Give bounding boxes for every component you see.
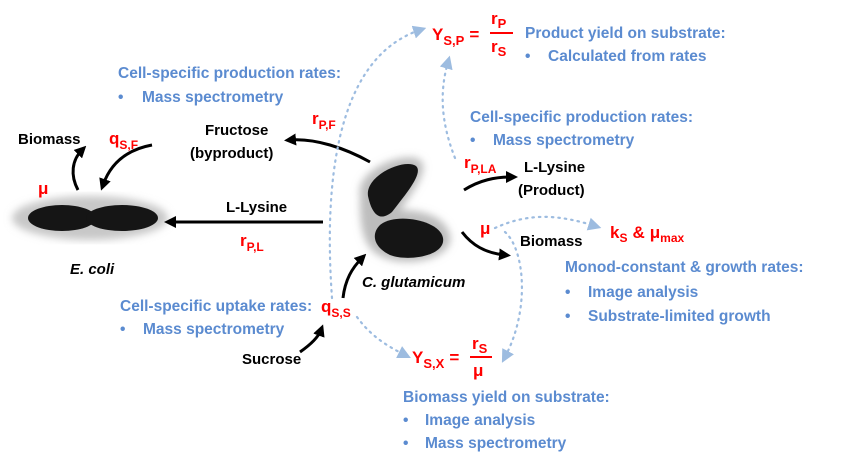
svg-text:Mass spectrometry: Mass spectrometry [493,132,635,149]
svg-text:rS: rS [472,334,488,356]
bullet: • [118,89,123,106]
sucrose-label: Sucrose [242,351,301,368]
svg-text:Substrate-limited growth: Substrate-limited growth [588,308,771,325]
right-biomass-label: Biomass [520,233,583,250]
arrow-to-fructose [284,133,371,164]
svg-text:Calculated from rates: Calculated from rates [548,48,707,65]
svg-text:rP: rP [491,9,507,31]
arrow-sucrose-uptake [299,324,325,354]
r-pla-label: rP,LA [464,153,497,176]
svg-text:Mass spectrometry: Mass spectrometry [425,435,567,452]
svg-text:•: • [120,321,125,338]
cglutamicum-label: C. glutamicum [362,274,465,291]
arrow-to-biomass-right [460,231,511,261]
mu-right-label: μ [480,219,490,238]
svg-text:YS,P=: YS,P= [432,25,479,48]
svg-text:Image analysis: Image analysis [588,284,698,301]
arrow-uptake-to-cglut [341,253,367,299]
ysx-equation: YS,X= rS μ [412,334,492,380]
l-lysine-product-sub-label: (Product) [518,182,585,199]
info-bullet: Mass spectrometry [142,89,284,106]
biomass-yield-info: Biomass yield on substrate: • Image anal… [403,389,610,452]
q-ss-label: qS,S [321,297,351,320]
q-sf-label: qS,F [109,129,138,152]
r-pf-label: rP,F [312,109,336,132]
dotted-arrow-mu-to-ysx [501,230,523,363]
svg-text:Cell-specific production rates: Cell-specific production rates: [470,109,693,126]
ysp-equation: YS,P= rP rS [432,9,513,59]
dotted-arrow-mu-to-ks [493,215,602,231]
info-title: Cell-specific production rates: [118,65,341,82]
svg-text:Mass spectrometry: Mass spectrometry [143,321,285,338]
arrow-fructose-to-ecoli [99,143,153,191]
cglutamicum-cell-image [359,157,451,262]
fructose-byproduct-label: (byproduct) [190,145,273,162]
svg-text:rS: rS [491,37,507,59]
fructose-label: Fructose [205,122,268,139]
svg-text:•: • [565,284,570,301]
svg-text:•: • [565,308,570,325]
left-production-rates-info: Cell-specific production rates: • Mass s… [118,65,341,106]
svg-text:Cell-specific uptake rates:: Cell-specific uptake rates: [120,298,312,315]
svg-text:Biomass yield on substrate:: Biomass yield on substrate: [403,389,610,406]
dotted-arrow-rpla-to-ysp [439,55,457,160]
monod-info: Monod-constant & growth rates: • Image a… [565,259,804,325]
left-biomass-label: Biomass [18,131,81,148]
svg-text:Image analysis: Image analysis [425,412,535,429]
ecoli-label: E. coli [70,261,115,278]
svg-text:μ: μ [473,361,483,380]
ks-mumax-label: kS&μmax [610,223,685,245]
dotted-arrow-qss-to-ysp [328,25,427,300]
svg-text:Monod-constant & growth rates:: Monod-constant & growth rates: [565,259,804,276]
dotted-arrow-qss-to-ysx [355,315,411,358]
ecoli-cell-image [12,196,168,240]
r-pl-label: rP,L [240,231,264,254]
right-production-rates-info: Cell-specific production rates: • Mass s… [470,109,693,149]
l-lysine-product-label: L-Lysine [524,159,585,176]
svg-text:•: • [403,435,408,452]
product-yield-info: Product yield on substrate: • Calculated… [525,25,726,65]
arrow-to-lysine-product [463,171,518,192]
l-lysine-left-label: L-Lysine [226,199,287,216]
mu-left-label: μ [38,179,48,198]
svg-text:Product yield on substrate:: Product yield on substrate: [525,25,726,42]
arrow-ecoli-to-biomass [71,145,87,191]
svg-text:YS,X=: YS,X= [412,348,459,371]
uptake-rates-info: Cell-specific uptake rates: • Mass spect… [120,298,312,338]
svg-text:•: • [470,132,475,149]
svg-text:•: • [403,412,408,429]
svg-text:•: • [525,48,530,65]
